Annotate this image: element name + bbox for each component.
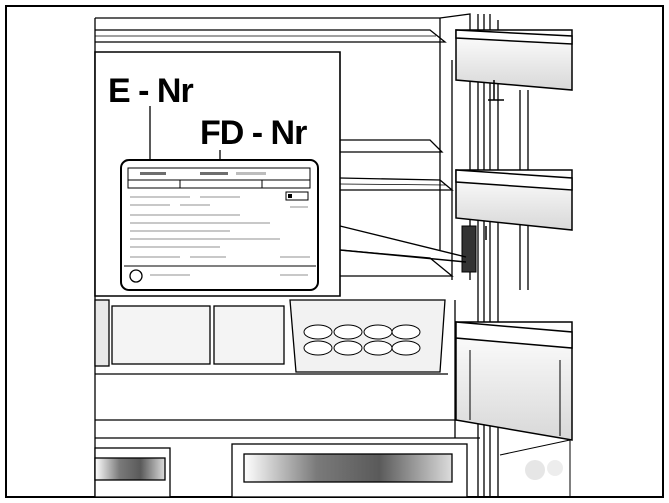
- glass-shelf-lower: [340, 250, 452, 276]
- rating-plate-location: [462, 226, 476, 272]
- crisper-drawer-left: [95, 448, 170, 497]
- storage-boxes: [95, 300, 448, 374]
- glass-shelf-top: [95, 30, 445, 42]
- door-balcony-bottom: [456, 322, 572, 440]
- callout-pointer: [340, 226, 466, 262]
- fd-nr-label: FD - Nr: [200, 116, 306, 150]
- crisper-drawer-right: [232, 444, 467, 497]
- rating-plate: [121, 160, 318, 290]
- door-balcony-top: [456, 30, 572, 100]
- glass-shelf-middle: [340, 140, 452, 190]
- e-nr-label: E - Nr: [108, 74, 193, 108]
